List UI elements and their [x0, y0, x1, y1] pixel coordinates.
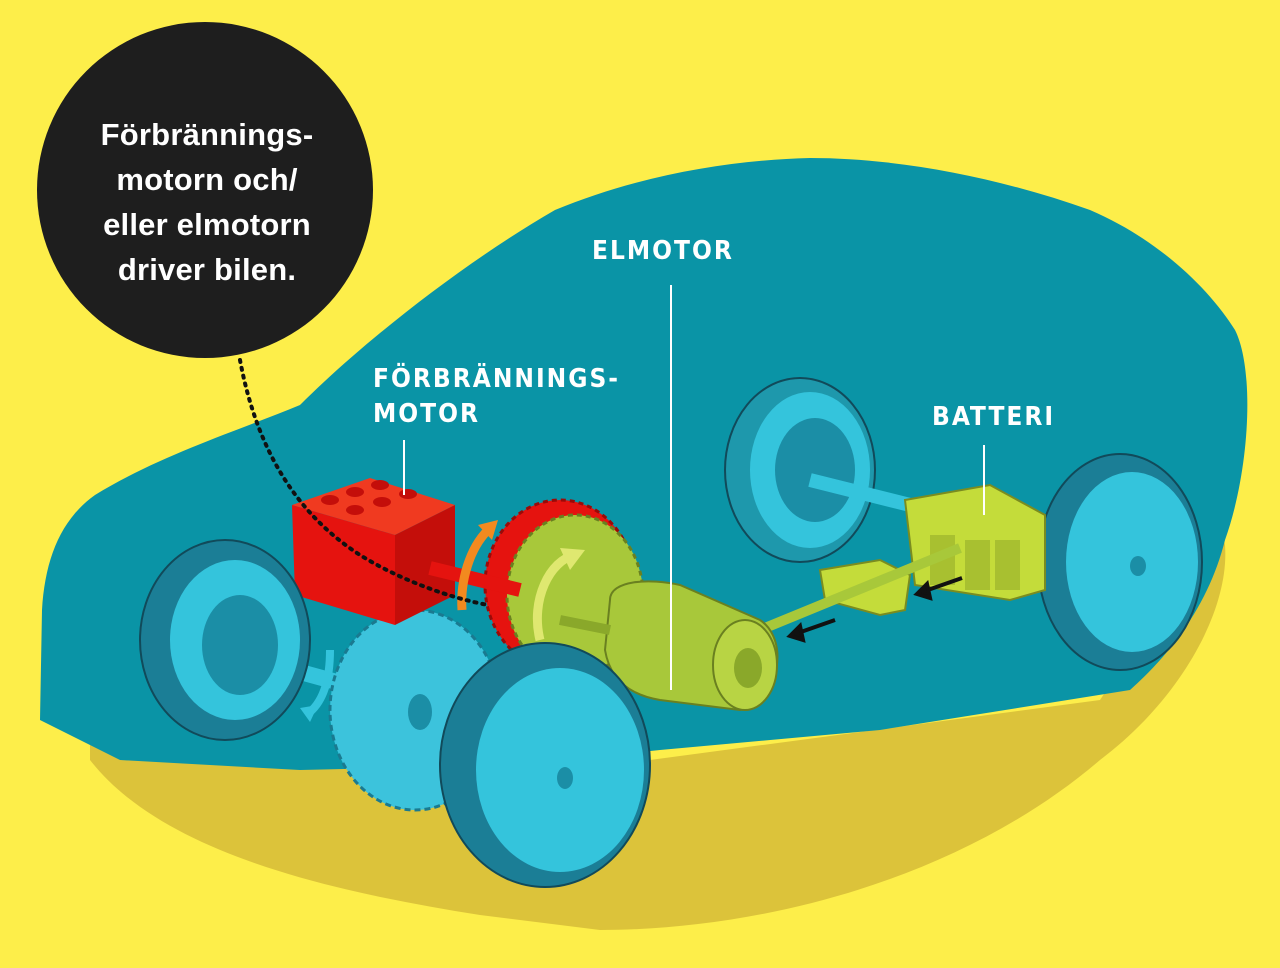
- combustion-engine: [292, 478, 522, 625]
- drive-shaft: [758, 543, 962, 635]
- front-wheels: [139, 539, 651, 888]
- label-combustion-engine-line1: FÖRBRÄNNINGS-: [373, 364, 620, 394]
- battery: [818, 483, 1046, 617]
- electric-motor: [559, 580, 779, 712]
- callout-bubble: [37, 22, 373, 358]
- callout-text: Förbrännings- motorn och/ eller elmotorn…: [100, 117, 314, 287]
- energy-flow-arrows: [786, 576, 963, 643]
- label-battery: BATTERI: [932, 400, 1055, 435]
- callout-connector: [238, 358, 490, 607]
- rear-axle: [724, 377, 1203, 671]
- label-elmotor-text: ELMOTOR: [592, 236, 734, 266]
- label-battery-text: BATTERI: [932, 402, 1056, 432]
- label-combustion-engine: FÖRBRÄNNINGS- MOTOR: [373, 362, 620, 432]
- car-body: [40, 158, 1248, 770]
- label-elmotor: ELMOTOR: [592, 234, 734, 269]
- car-shadow: [90, 520, 1226, 930]
- label-combustion-engine-line2: MOTOR: [373, 399, 481, 429]
